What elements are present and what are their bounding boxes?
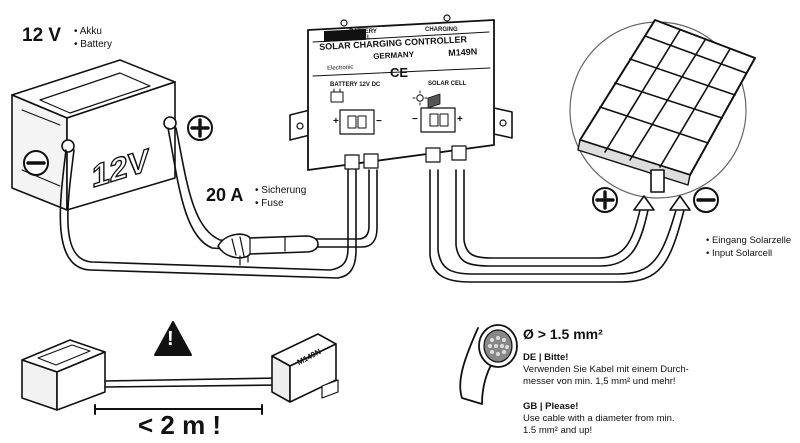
- solar-plus-symbol: [592, 187, 618, 213]
- port-solar-minus: −: [412, 114, 418, 125]
- solar-cable-positive: [455, 169, 649, 267]
- battery-minus-symbol: [23, 150, 49, 176]
- small-controller-illustration: [271, 333, 339, 403]
- ce-mark: CE: [390, 65, 409, 80]
- distance-bracket: [94, 404, 263, 415]
- indicator-charging-label: CHARGING: [425, 27, 458, 33]
- controller-box: [289, 14, 513, 171]
- fuse-desc-de: • Sicherung: [255, 185, 307, 196]
- cable-cross-section-icon: [459, 324, 518, 405]
- max-distance-label: < 2 m !: [138, 410, 222, 440]
- cable-diameter-label: Ø > 1.5 mm²: [523, 326, 603, 342]
- warning-exclamation: !: [167, 328, 174, 350]
- controller-model: M149N: [447, 46, 478, 58]
- battery-positive-cable: [167, 127, 378, 251]
- battery-voltage-label: 12 V: [22, 25, 62, 46]
- warning-triangle-icon: [154, 321, 192, 356]
- de-text-line2: messer von min. 1,5 mm² und mehr!: [523, 376, 676, 387]
- small-battery-illustration: [21, 339, 106, 411]
- port-battery-minus: −: [376, 116, 382, 127]
- port-battery-label: BATTERY 12V DC: [330, 82, 381, 88]
- de-text-line1: Verwenden Sie Kabel mit einem Durch-: [523, 364, 689, 375]
- battery-negative-cable: [59, 149, 357, 279]
- port-solar-plus: +: [457, 114, 463, 125]
- solar-panel-illustration: [569, 19, 756, 199]
- small-cable: [104, 377, 281, 388]
- arrow-up-negative-icon: [669, 195, 691, 211]
- gb-text-line2: 1.5 mm² and up!: [523, 425, 593, 436]
- brand-logo: Kemo: [326, 50, 359, 64]
- battery-plus-symbol: [187, 115, 213, 141]
- gb-text-line1: Use cable with a diameter from min.: [523, 413, 675, 424]
- gb-heading: GB | Please!: [523, 401, 579, 412]
- battery-desc-de: • Akku: [74, 26, 102, 37]
- fuse-desc-en: • Fuse: [255, 198, 284, 209]
- fuse-rating-label: 20 A: [206, 185, 244, 205]
- battery-desc-en: • Battery: [74, 39, 112, 50]
- indicator-battery-full-label: BATTERY FULL: [349, 29, 377, 41]
- solar-desc-de: • Eingang Solarzelle: [706, 235, 792, 246]
- solar-minus-symbol: [693, 187, 719, 213]
- de-heading: DE | Bitte!: [523, 352, 569, 363]
- port-solar-label: SOLAR CELL: [428, 81, 467, 87]
- arrow-up-positive-icon: [633, 195, 655, 211]
- fuse-holder: [217, 233, 319, 266]
- solar-cable-negative: [429, 169, 685, 283]
- solar-desc-en: • Input Solarcell: [706, 248, 773, 259]
- port-battery-plus: +: [333, 116, 339, 127]
